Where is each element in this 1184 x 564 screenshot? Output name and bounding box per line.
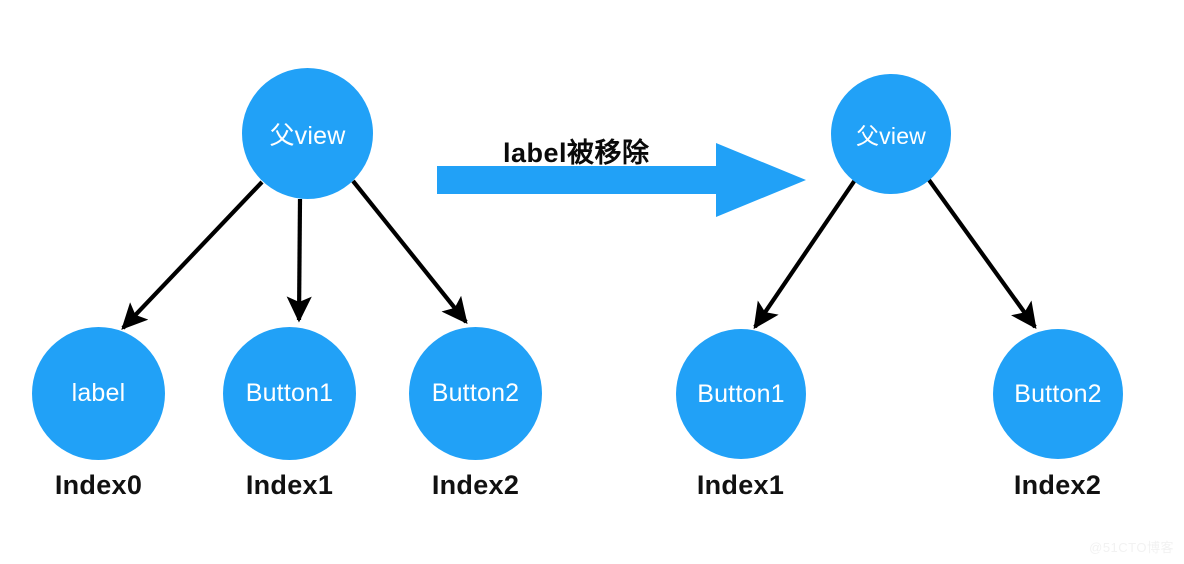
edge-parent-to-label bbox=[121, 180, 264, 330]
node-button2-after[interactable]: Button2 bbox=[993, 329, 1123, 459]
index-label-2-before: Index2 bbox=[431, 470, 520, 500]
index-label-1-after: Index1 bbox=[696, 470, 785, 500]
node-button1-after-label: Button1 bbox=[697, 379, 785, 408]
edge-parent-to-button1-after bbox=[753, 178, 857, 330]
transition-label: label被移除 bbox=[503, 138, 650, 168]
node-label-before[interactable]: label bbox=[32, 327, 165, 460]
edge-parent-to-button2-after bbox=[927, 178, 1037, 330]
transition-arrow bbox=[437, 143, 806, 217]
index-label-0: Index0 bbox=[54, 470, 143, 500]
node-button2-before-label: Button2 bbox=[431, 379, 520, 407]
edge-parent-to-button2 bbox=[351, 179, 468, 324]
node-parent-view-after[interactable]: 父view bbox=[831, 74, 951, 194]
index-label-2-after: Index2 bbox=[1013, 470, 1102, 500]
node-button1-after[interactable]: Button1 bbox=[676, 329, 806, 459]
node-button2-before[interactable]: Button2 bbox=[409, 327, 542, 460]
node-label-before-label: label bbox=[71, 379, 126, 407]
node-button2-after-label: Button2 bbox=[1014, 379, 1102, 408]
index-label-1-before: Index1 bbox=[245, 470, 334, 500]
node-parent-view-after-label: 父view bbox=[855, 123, 926, 149]
edge-parent-to-button1 bbox=[286, 198, 312, 323]
node-button1-before[interactable]: Button1 bbox=[223, 327, 356, 460]
node-button1-before-label: Button1 bbox=[245, 379, 334, 407]
node-parent-view-before[interactable]: 父view bbox=[242, 68, 373, 199]
node-parent-view-before-label: 父view bbox=[269, 121, 346, 150]
watermark: @51CTO博客 bbox=[1089, 540, 1174, 555]
